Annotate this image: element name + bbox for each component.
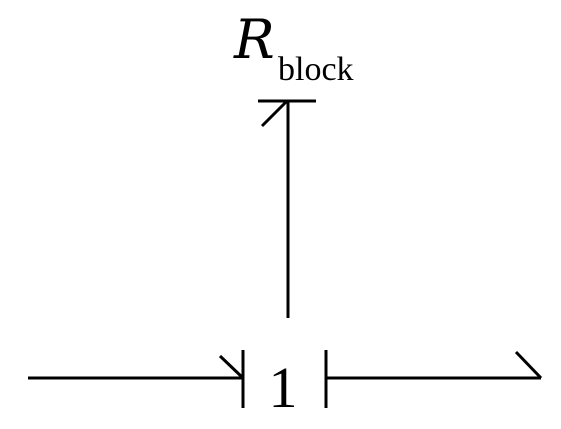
output-label-symbol: R: [233, 8, 275, 71]
input-arrow: [28, 350, 245, 408]
through-arrow-head: [514, 350, 543, 380]
output-label-subscript: block: [278, 51, 354, 88]
input-arrow-head: [218, 354, 245, 380]
through-arrow: [324, 350, 543, 408]
output-label: R block: [233, 8, 354, 88]
output-arrow: [258, 99, 316, 318]
block-number: 1: [269, 355, 298, 420]
output-arrow-head: [260, 100, 288, 128]
